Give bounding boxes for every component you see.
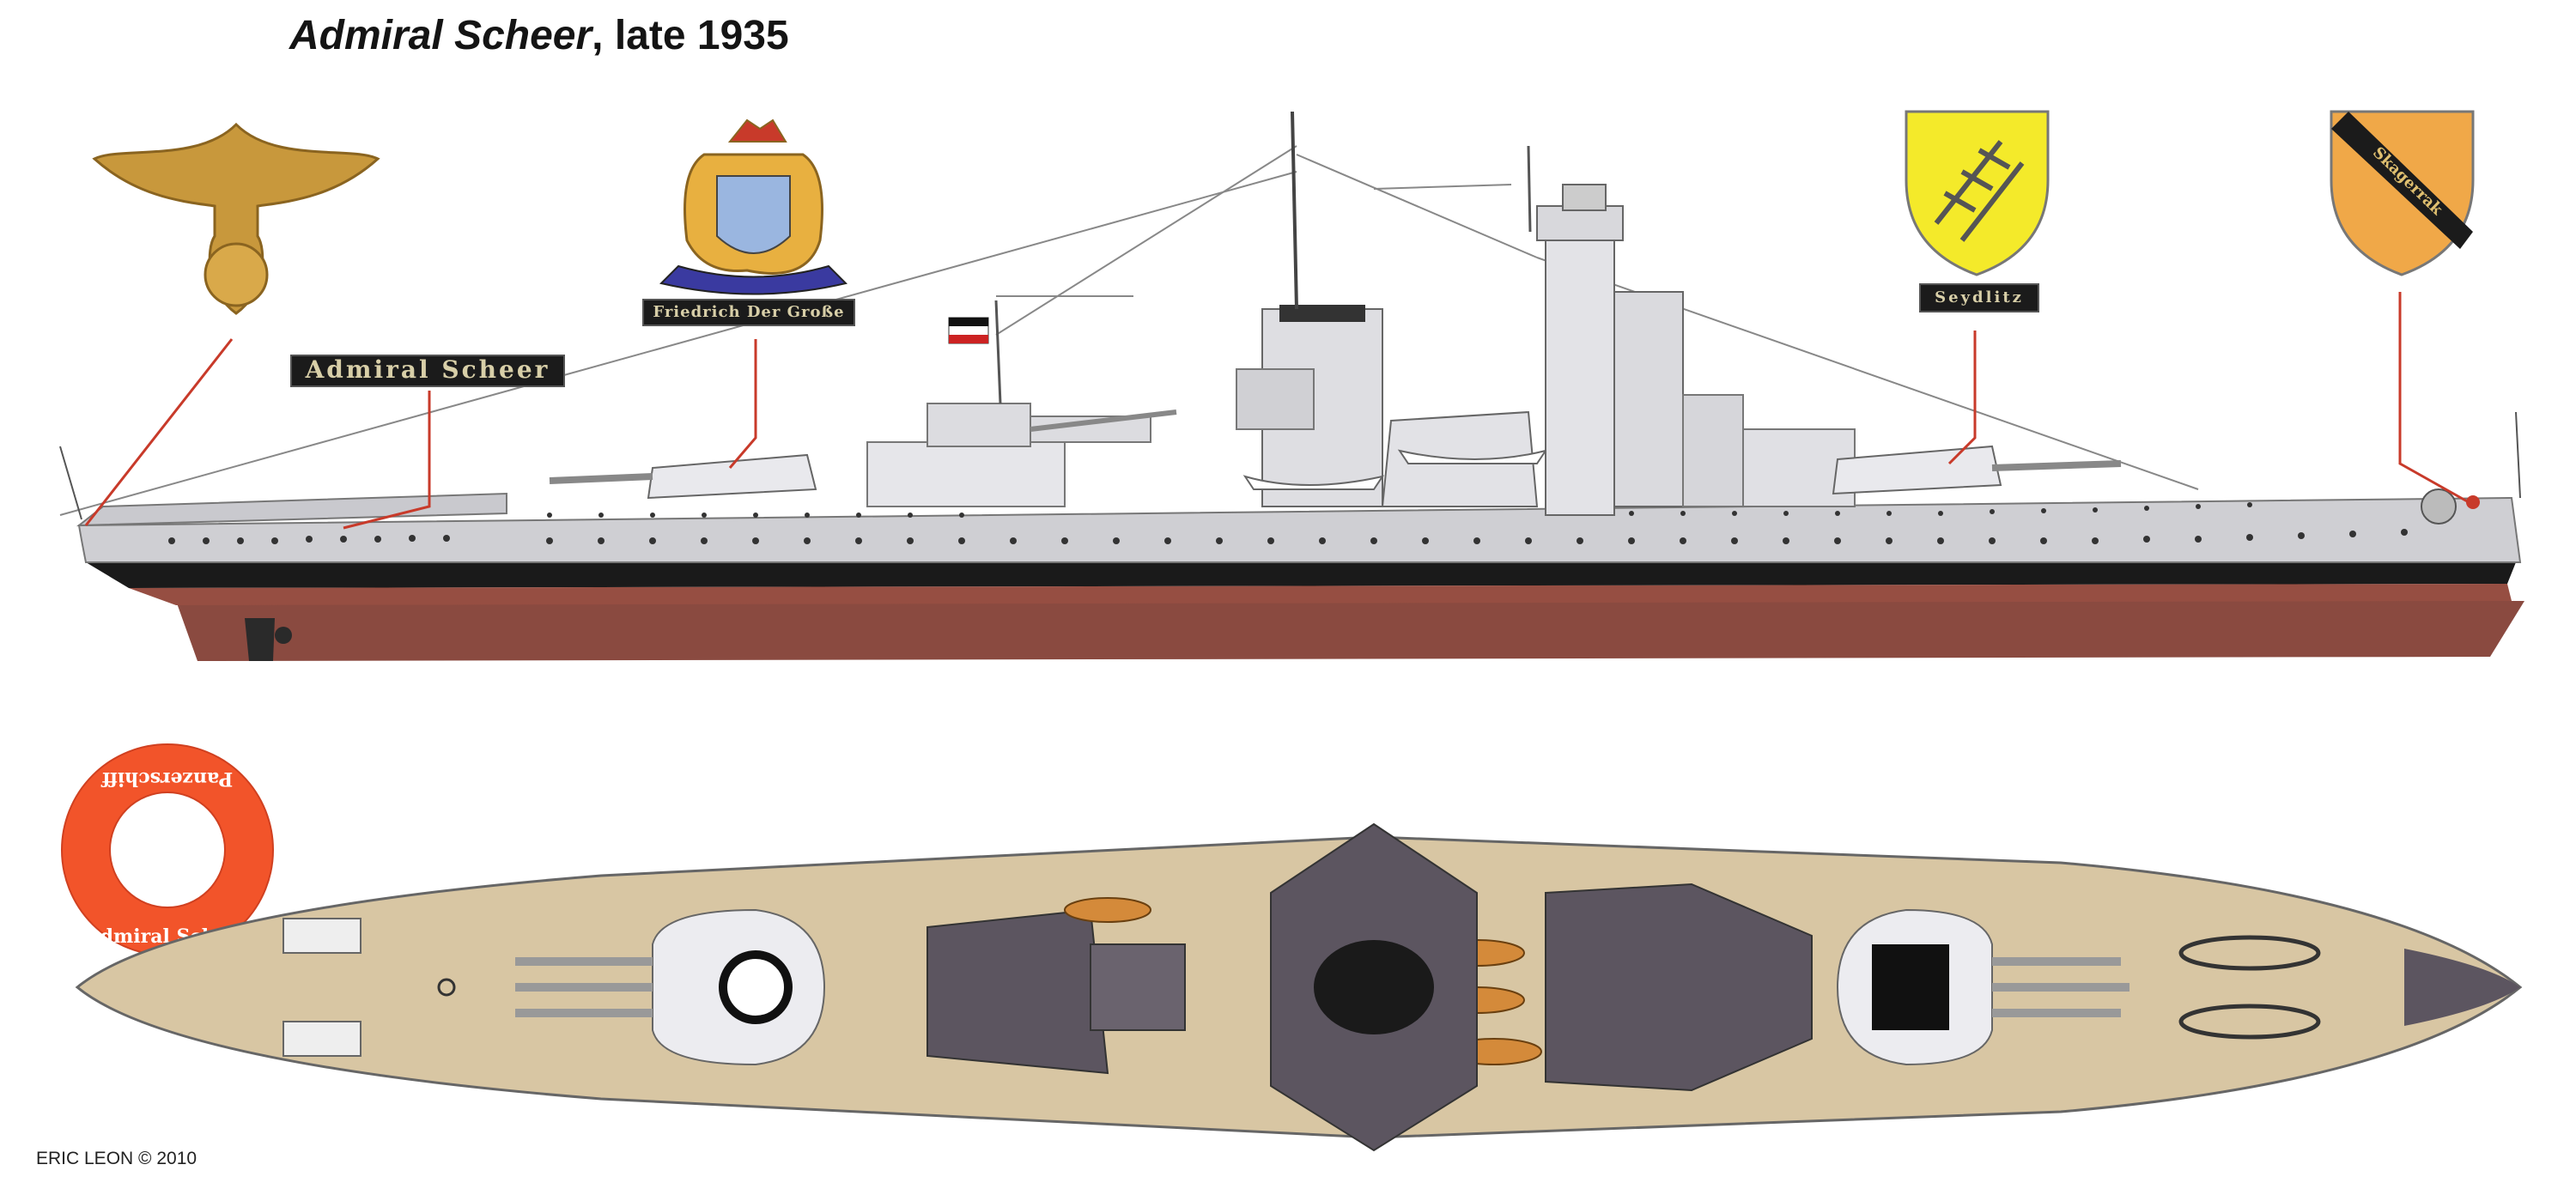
eagle-emblem (92, 122, 380, 315)
artist-credit: ERIC LEON © 2010 (36, 1149, 197, 1168)
friedrich-crest (659, 118, 848, 295)
friedrich-nameplate: Friedrich Der Große (642, 299, 855, 326)
forward-tower-top (1545, 883, 1813, 1092)
top-view (75, 822, 2523, 1152)
leader-lines (84, 292, 2470, 984)
forward-tower (1545, 231, 1615, 516)
skagerrak-shield (2330, 110, 2475, 276)
aft-superstructure-top (927, 908, 1109, 1075)
mainmast (1291, 111, 1298, 310)
boot-topping (86, 562, 2516, 588)
hull-side (77, 496, 2522, 563)
rigging (59, 145, 2199, 516)
drawing-title: Admiral Scheer, late 1935 (289, 12, 789, 59)
forward-turret (1832, 445, 2002, 495)
title-ship-name: Admiral Scheer (289, 13, 592, 58)
side-profile (59, 111, 2524, 661)
seydlitz-shield (1905, 110, 2050, 276)
lifering-top-text: Panzerschiff (100, 767, 233, 790)
aft-superstructure (866, 441, 1066, 507)
portholes (168, 502, 2408, 544)
seydlitz-nameplate: Seydlitz (1919, 283, 2039, 312)
rudder (245, 618, 275, 661)
admiral-scheer-nameplate: Admiral Scheer (290, 355, 565, 387)
title-date: , late 1935 (592, 13, 789, 58)
hull-underwater (176, 601, 2524, 661)
aft-turret (647, 453, 817, 500)
